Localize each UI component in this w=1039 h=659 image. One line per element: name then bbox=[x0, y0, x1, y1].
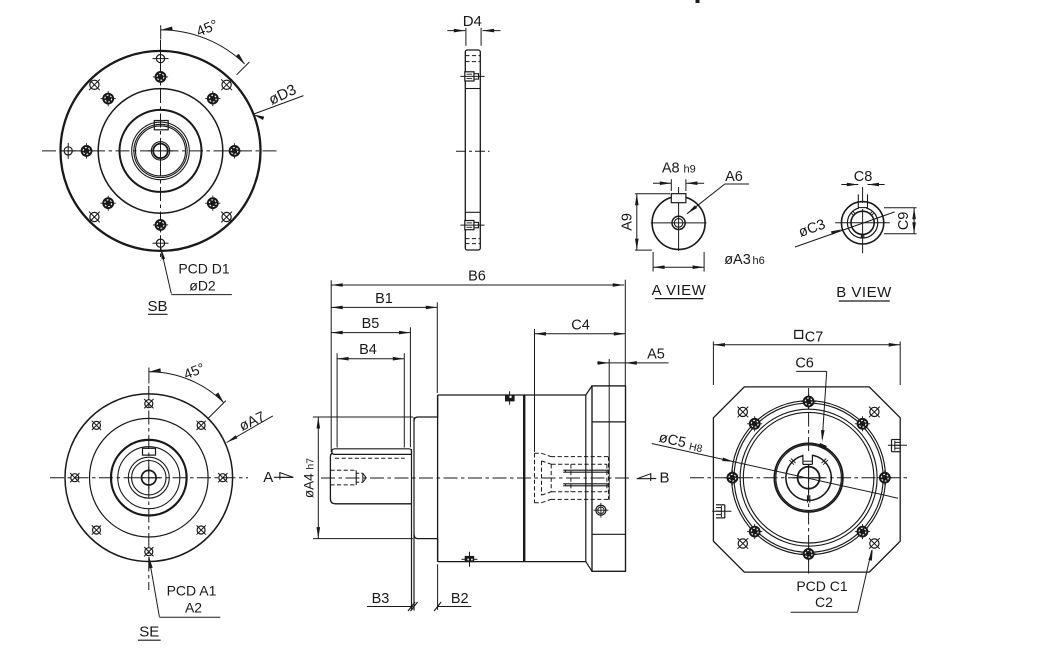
svg-text:h9: h9 bbox=[684, 164, 696, 176]
svg-text:SB: SB bbox=[147, 298, 167, 315]
svg-text:h6: h6 bbox=[753, 255, 765, 267]
svg-text:PCD D1: PCD D1 bbox=[178, 261, 230, 277]
svg-text:B1: B1 bbox=[375, 291, 393, 307]
svg-text:B VIEW: B VIEW bbox=[836, 284, 892, 301]
svg-text:C2: C2 bbox=[815, 594, 833, 610]
svg-text:C7: C7 bbox=[805, 330, 824, 346]
svg-text:C8: C8 bbox=[854, 169, 873, 185]
svg-text:øA3: øA3 bbox=[724, 252, 751, 268]
svg-text:A VIEW: A VIEW bbox=[652, 282, 707, 299]
svg-text:A9: A9 bbox=[620, 213, 636, 231]
svg-text:C9: C9 bbox=[896, 212, 912, 231]
svg-text:B: B bbox=[659, 470, 669, 487]
svg-text:C4: C4 bbox=[571, 318, 590, 334]
svg-text:B3: B3 bbox=[372, 591, 390, 607]
svg-text:45°: 45° bbox=[194, 17, 220, 40]
svg-text:A2: A2 bbox=[185, 600, 202, 616]
svg-text:A5: A5 bbox=[647, 347, 665, 363]
svg-text:øA4 h7: øA4 h7 bbox=[302, 458, 317, 498]
svg-text:D4: D4 bbox=[463, 13, 482, 30]
svg-text:A: A bbox=[263, 469, 273, 486]
svg-text:C6: C6 bbox=[795, 356, 814, 372]
svg-text:PCD A1: PCD A1 bbox=[167, 583, 217, 599]
svg-text:B6: B6 bbox=[468, 269, 486, 285]
svg-text:øC5: øC5 bbox=[657, 430, 687, 452]
svg-text:SE: SE bbox=[139, 624, 159, 641]
svg-text:A8: A8 bbox=[662, 161, 680, 177]
svg-text:øD2: øD2 bbox=[189, 278, 216, 294]
svg-text:B5: B5 bbox=[362, 316, 380, 332]
svg-text:PCD C1: PCD C1 bbox=[796, 578, 848, 594]
svg-text:H8: H8 bbox=[688, 441, 704, 456]
svg-text:B2: B2 bbox=[451, 591, 469, 607]
svg-text:45°: 45° bbox=[181, 359, 207, 382]
svg-text:A6: A6 bbox=[725, 169, 743, 185]
svg-text:B4: B4 bbox=[359, 342, 377, 358]
